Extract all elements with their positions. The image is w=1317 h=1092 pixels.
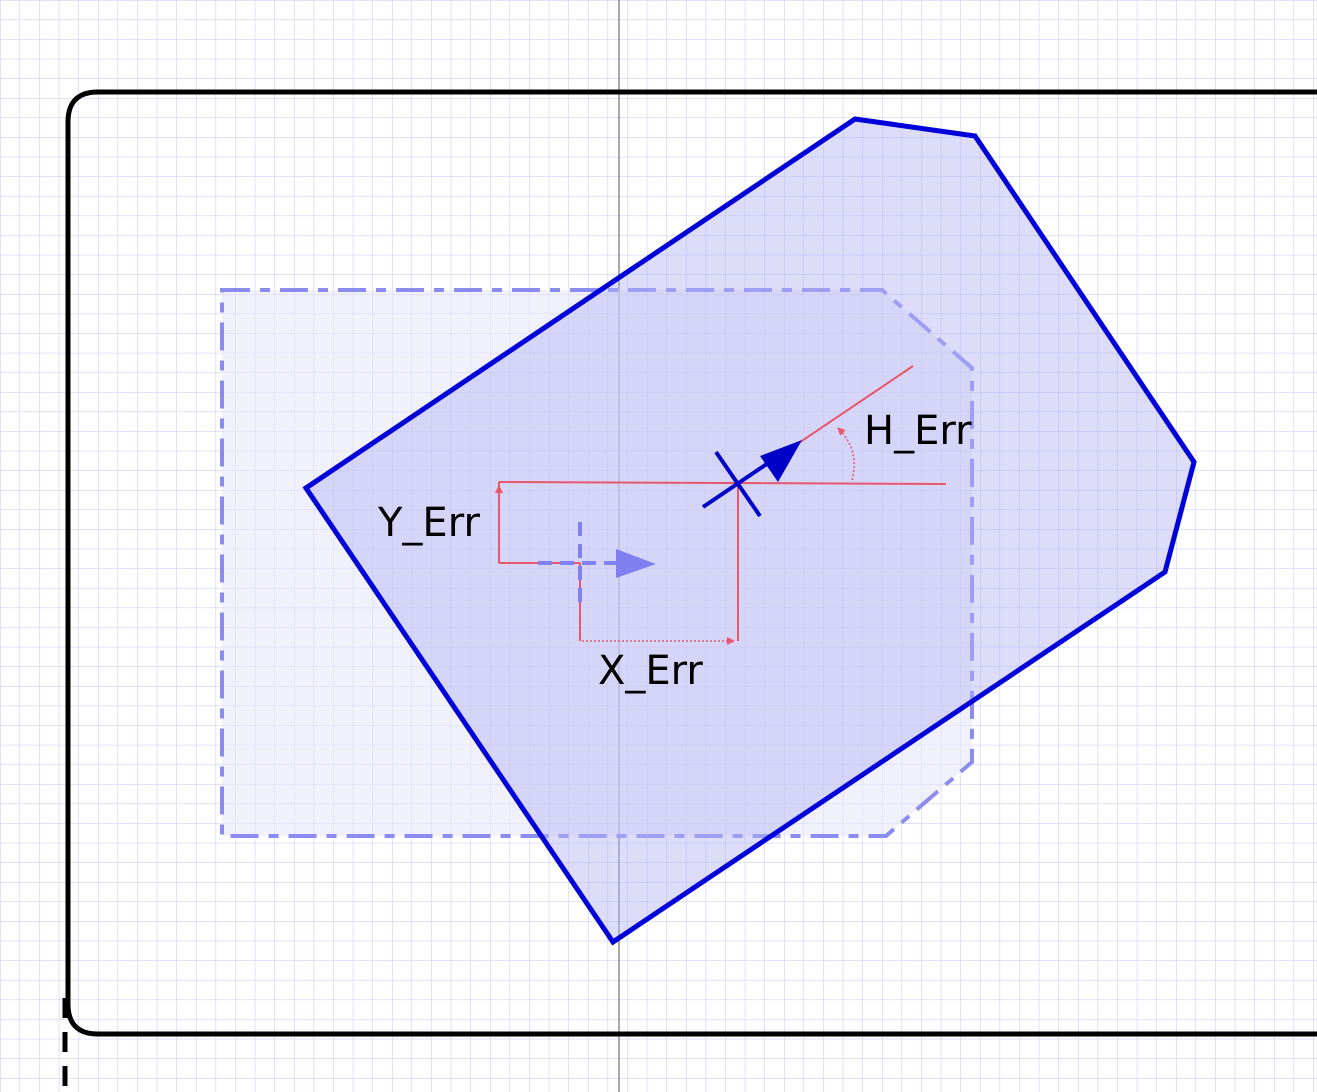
actual-footprint bbox=[302, 116, 1197, 946]
actual-pose-marker bbox=[701, 440, 802, 518]
y-err-label: Y_Err bbox=[377, 500, 480, 546]
boundary-frame bbox=[65, 89, 1317, 1037]
h-err-label: H_Err bbox=[864, 408, 972, 454]
x-err-label: X_Err bbox=[598, 648, 703, 694]
target-pose-marker bbox=[538, 522, 656, 604]
target-footprint bbox=[220, 288, 974, 838]
h-err-arc bbox=[837, 427, 855, 481]
